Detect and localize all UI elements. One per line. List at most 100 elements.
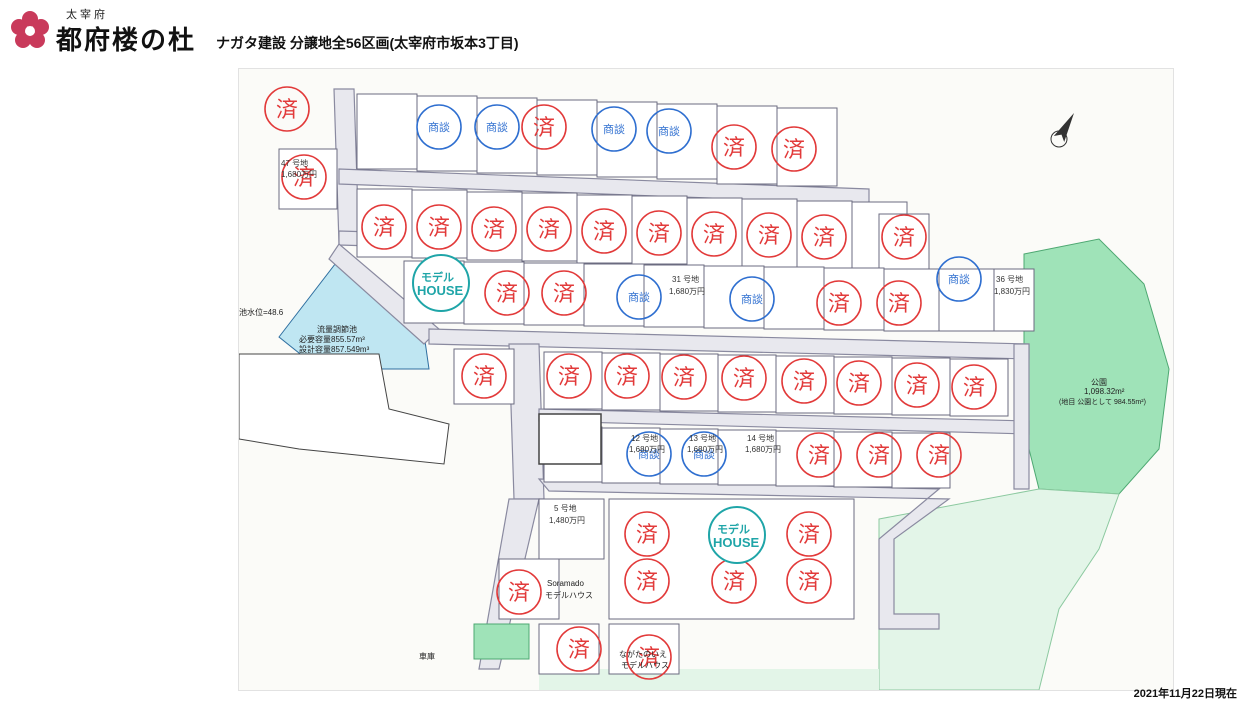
lot-14-label: 14 号地	[747, 434, 775, 443]
soramado-label-1: Soramado	[547, 579, 584, 588]
svg-text:済: 済	[593, 220, 615, 245]
lot-36-label: 36 号地	[996, 275, 1024, 284]
north-arrow-icon	[1050, 113, 1074, 148]
lot-12-price: 1,680万円	[629, 445, 666, 454]
svg-text:済: 済	[553, 282, 575, 307]
lot-31-label: 31 号地	[672, 275, 700, 284]
model-house-stamps	[412, 254, 766, 564]
svg-text:済: 済	[483, 218, 505, 243]
road-right-vertical	[1013, 343, 1030, 490]
svg-text:商談: 商談	[741, 292, 763, 306]
svg-text:済: 済	[723, 570, 745, 595]
lot-13-price: 1,680万円	[687, 445, 724, 454]
svg-text:済: 済	[636, 523, 658, 548]
site-plan-map: 済済 済済 済済 済済 済済 済済 済済 済済 済済 済済 済済 済済 済済 済…	[238, 68, 1174, 691]
site-plan-svg: 済済 済済 済済 済済 済済 済済 済済 済済 済済 済済 済済 済済 済済 済…	[239, 86, 1170, 690]
svg-text:済: 済	[848, 372, 870, 397]
svg-text:済: 済	[276, 98, 298, 123]
svg-text:済: 済	[808, 444, 830, 469]
plum-blossom-logo-icon	[11, 11, 49, 48]
svg-text:済: 済	[568, 638, 590, 663]
road-lower-curve	[537, 478, 951, 630]
svg-text:商談: 商談	[638, 447, 660, 461]
svg-text:済: 済	[798, 523, 820, 548]
sold-stamps	[264, 86, 997, 680]
svg-text:済: 済	[793, 370, 815, 395]
svg-text:済: 済	[533, 116, 555, 141]
svg-text:済: 済	[868, 444, 890, 469]
svg-text:済: 済	[963, 376, 985, 401]
svg-text:商談: 商談	[693, 447, 715, 461]
svg-text:商談: 商談	[658, 124, 680, 138]
park-area	[1023, 238, 1170, 495]
model-house-a-label-1: モデル	[421, 272, 454, 284]
svg-text:済: 済	[928, 444, 950, 469]
svg-text:済: 済	[428, 216, 450, 241]
svg-text:済: 済	[758, 224, 780, 249]
svg-text:済: 済	[893, 226, 915, 251]
lot-5-price: 1,480万円	[549, 516, 586, 525]
svg-text:済: 済	[293, 166, 315, 191]
svg-text:商談: 商談	[603, 122, 625, 136]
svg-text:済: 済	[798, 570, 820, 595]
soramado-label-2: モデルハウス	[545, 591, 593, 600]
lot-13-label: 13 号地	[689, 434, 717, 443]
svg-text:済: 済	[888, 292, 910, 317]
sold-stamp-glyphs: 済済 済済 済済 済済 済済 済済 済済 済済 済済 済済 済済 済済 済済 済…	[276, 98, 985, 671]
center-square	[538, 413, 602, 465]
svg-text:商談: 商談	[628, 290, 650, 304]
as-of-date: 2021年11月22日現在	[1133, 688, 1237, 700]
pond-label-1: 流量調節池	[317, 325, 357, 334]
svg-text:済: 済	[373, 216, 395, 241]
page-title: ナガタ建設 分譲地全56区画(太宰府市坂本3丁目)	[216, 35, 519, 51]
model-house-a-label-2: HOUSE	[417, 283, 464, 298]
svg-text:済: 済	[538, 218, 560, 243]
lot-31-price: 1,680万円	[669, 287, 706, 296]
svg-text:済: 済	[508, 581, 530, 606]
nagata-label-1: ながたのいえ	[619, 650, 667, 659]
svg-text:済: 済	[673, 366, 695, 391]
lot-36-price: 1,830万円	[994, 287, 1031, 296]
road-left-vertical	[333, 88, 360, 245]
model-house-b-label-1: モデル	[717, 524, 750, 536]
svg-text:済: 済	[616, 365, 638, 390]
svg-text:済: 済	[783, 138, 805, 163]
svg-text:済: 済	[906, 374, 928, 399]
brand-name: 都府楼の杜	[56, 26, 197, 56]
nagata-label-2: モデルハウス	[621, 661, 669, 670]
green-slope	[878, 488, 1120, 690]
park-label-1: 公園	[1091, 378, 1107, 387]
svg-text:済: 済	[496, 282, 518, 307]
svg-text:済: 済	[473, 365, 495, 390]
svg-text:済: 済	[813, 226, 835, 251]
svg-text:商談: 商談	[486, 120, 508, 134]
pond-label-3: 設計容量857.549m³	[299, 345, 370, 354]
svg-text:済: 済	[636, 570, 658, 595]
svg-text:済: 済	[733, 367, 755, 392]
lot-5-label: 5 号地	[554, 504, 577, 513]
existing-building	[239, 353, 450, 465]
pond-water-level: 池水位=48.6	[239, 308, 284, 317]
green-lot	[473, 623, 530, 660]
header: 太宰府 都府楼の杜 ナガタ建設 分譲地全56区画(太宰府市坂本3丁目)	[0, 0, 1257, 62]
svg-text:商談: 商談	[428, 120, 450, 134]
park-label-3: (地目 公園として 984.55m²)	[1059, 399, 1146, 406]
lot-14-price: 1,680万円	[745, 445, 782, 454]
svg-text:商談: 商談	[948, 272, 970, 286]
brand-subtitle: 太宰府	[66, 8, 108, 21]
model-house-b-label-2: HOUSE	[713, 535, 760, 550]
lot-12-label: 12 号地	[631, 434, 659, 443]
garage-label: 車庫	[419, 652, 435, 661]
park-label-2: 1,098.32m²	[1084, 387, 1125, 396]
svg-text:済: 済	[558, 365, 580, 390]
svg-text:済: 済	[723, 136, 745, 161]
svg-text:済: 済	[638, 646, 660, 671]
svg-text:済: 済	[648, 222, 670, 247]
lot-47-label: 47 号地	[281, 159, 309, 168]
pond-label-2: 必要容量855.57m³	[299, 335, 365, 344]
svg-text:済: 済	[703, 223, 725, 248]
lot-47-price: 1,680万円	[281, 170, 318, 179]
reserved-stamps	[416, 104, 982, 477]
svg-text:済: 済	[828, 292, 850, 317]
reserved-stamp-glyphs: 商談商談 商談商談 商談商談 商談商談 商談	[428, 120, 970, 461]
